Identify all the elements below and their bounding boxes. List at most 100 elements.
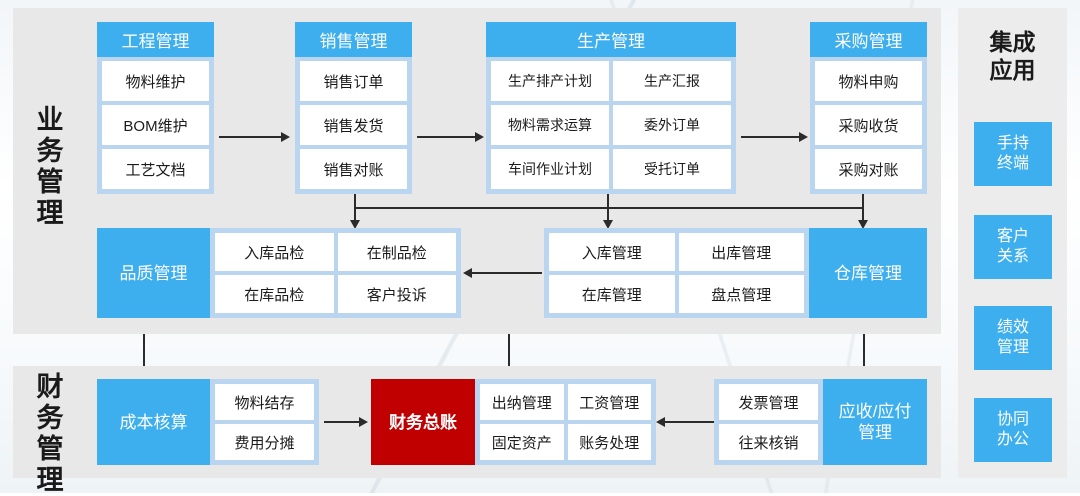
app-button-collaborative-office-line1: 协同 — [996, 411, 1029, 428]
list-item[interactable]: 销售对账 — [300, 149, 407, 189]
module-engineering-title: 工程管理 — [97, 22, 214, 57]
app-button-handheld-terminal-line1: 手持 — [996, 135, 1029, 152]
list-item[interactable]: 物料申购 — [815, 61, 922, 101]
list-item[interactable]: 费用分摊 — [215, 424, 314, 460]
arrow-bus-down-production-head — [603, 220, 613, 229]
module-receivable-payable-title-line1: 应收/应付 — [838, 402, 912, 421]
arrow-production-to-purchasing-head — [799, 132, 808, 142]
app-button-customer-relations[interactable]: 客户 关系 — [974, 215, 1052, 279]
list-item[interactable]: 在库管理 — [549, 275, 675, 313]
connector-production-to-purchasing — [741, 136, 799, 138]
list-item[interactable]: 在库品检 — [215, 275, 334, 313]
row-label-char: 理 — [36, 198, 64, 228]
row-label-char: 财 — [36, 372, 64, 402]
finance-management-row-label: 财务管理 — [28, 372, 72, 496]
module-receivable-payable[interactable]: 发票管理 往来核销 应收/应付 管理 — [714, 379, 927, 465]
app-button-customer-relations-line1: 客户 — [996, 228, 1029, 245]
list-item[interactable]: 生产排产计划 — [491, 61, 609, 101]
integrated-apps-title: 集成 应用 — [958, 28, 1067, 84]
module-warehouse-items: 入库管理 出库管理 在库管理 盘点管理 — [544, 228, 809, 318]
module-cost-accounting-items: 物料结存 费用分摊 — [210, 379, 319, 465]
module-engineering[interactable]: 工程管理 物料维护 BOM维护 工艺文档 — [97, 22, 214, 194]
module-sales-items: 销售订单 销售发货 销售对账 — [295, 57, 412, 194]
connector-bus-stub-sales — [354, 194, 356, 208]
module-sales[interactable]: 销售管理 销售订单 销售发货 销售对账 — [295, 22, 412, 194]
module-warehouse-title: 仓库管理 — [809, 228, 927, 318]
list-item[interactable]: 采购收货 — [815, 105, 922, 145]
row-label-char: 务 — [36, 403, 64, 433]
list-item[interactable]: 入库品检 — [215, 233, 334, 271]
app-button-customer-relations-line2: 关系 — [996, 248, 1029, 265]
list-item[interactable]: 销售发货 — [300, 105, 407, 145]
connector-warehouse-to-receivable — [863, 334, 865, 370]
module-engineering-items: 物料维护 BOM维护 工艺文档 — [97, 57, 214, 194]
list-item[interactable]: 采购对账 — [815, 149, 922, 189]
app-button-collaborative-office[interactable]: 协同 办公 — [974, 398, 1052, 462]
module-cost-accounting[interactable]: 成本核算 物料结存 费用分摊 — [97, 379, 319, 465]
list-item[interactable]: 出库管理 — [678, 233, 804, 271]
connector-warehouse-to-quality — [472, 272, 542, 274]
connector-bus-stub-purchasing — [862, 194, 864, 208]
list-item[interactable]: 入库管理 — [549, 233, 675, 271]
list-item[interactable]: BOM维护 — [102, 105, 209, 145]
integrated-apps-title-line1: 集成 — [989, 29, 1036, 55]
list-item[interactable]: 生产汇报 — [613, 61, 731, 101]
list-item[interactable]: 账务处理 — [567, 424, 651, 460]
module-production-title: 生产管理 — [486, 22, 736, 57]
list-item[interactable]: 工艺文档 — [102, 149, 209, 189]
connector-bus-stub-production — [607, 194, 609, 208]
list-item[interactable]: 物料需求运算 — [491, 105, 609, 145]
row-label-char: 管 — [36, 434, 64, 464]
module-receivable-payable-items: 发票管理 往来核销 — [714, 379, 823, 465]
module-quality-title: 品质管理 — [97, 228, 210, 318]
list-item[interactable]: 受托订单 — [613, 149, 731, 189]
connector-bus-horizontal — [354, 207, 864, 209]
list-item[interactable]: 固定资产 — [480, 424, 564, 460]
row-label-char: 管 — [36, 167, 64, 197]
module-general-ledger-items: 出纳管理 工资管理 固定资产 账务处理 — [475, 379, 656, 465]
app-button-performance-management[interactable]: 绩效 管理 — [974, 306, 1052, 370]
module-quality-items: 入库品检 在制品检 在库品检 客户投诉 — [210, 228, 461, 318]
module-warehouse[interactable]: 入库管理 出库管理 在库管理 盘点管理 仓库管理 — [544, 228, 927, 318]
connector-sales-to-production — [417, 136, 475, 138]
list-item[interactable]: 物料结存 — [215, 384, 314, 420]
app-button-collaborative-office-line2: 办公 — [996, 431, 1029, 448]
connector-bus-down-purchasing — [862, 207, 864, 221]
row-label-char: 业 — [36, 105, 64, 135]
connector-engineering-to-sales — [219, 136, 281, 138]
module-cost-accounting-title: 成本核算 — [97, 379, 210, 465]
arrow-cost-to-ledger-head — [359, 417, 368, 427]
list-item[interactable]: 委外订单 — [613, 105, 731, 145]
list-item[interactable]: 物料维护 — [102, 61, 209, 101]
list-item[interactable]: 发票管理 — [719, 384, 818, 420]
arrow-bus-down-sales-head — [350, 220, 360, 229]
module-production[interactable]: 生产管理 生产排产计划 生产汇报 物料需求运算 委外订单 车间作业计划 受托订单 — [486, 22, 736, 194]
app-button-handheld-terminal-line2: 终端 — [996, 155, 1029, 172]
list-item[interactable]: 工资管理 — [567, 384, 651, 420]
app-button-performance-management-line2: 管理 — [996, 339, 1029, 356]
module-general-ledger-title: 财务总账 — [371, 379, 475, 465]
row-label-char: 务 — [36, 136, 64, 166]
connector-cost-to-ledger — [324, 421, 360, 423]
list-item[interactable]: 车间作业计划 — [491, 149, 609, 189]
business-management-row-label: 业务管理 — [28, 105, 72, 229]
list-item[interactable]: 出纳管理 — [480, 384, 564, 420]
integrated-apps-title-line2: 应用 — [989, 57, 1036, 83]
module-production-items: 生产排产计划 生产汇报 物料需求运算 委外订单 车间作业计划 受托订单 — [486, 57, 736, 194]
module-purchasing[interactable]: 采购管理 物料申购 采购收货 采购对账 — [810, 22, 927, 194]
connector-business-to-ledger — [508, 334, 510, 370]
module-quality[interactable]: 品质管理 入库品检 在制品检 在库品检 客户投诉 — [97, 228, 461, 318]
module-receivable-payable-title: 应收/应付 管理 — [823, 379, 927, 465]
list-item[interactable]: 往来核销 — [719, 424, 818, 460]
module-sales-title: 销售管理 — [295, 22, 412, 57]
list-item[interactable]: 盘点管理 — [678, 275, 804, 313]
app-button-handheld-terminal[interactable]: 手持 终端 — [974, 122, 1052, 186]
list-item[interactable]: 在制品检 — [337, 233, 456, 271]
list-item[interactable]: 客户投诉 — [337, 275, 456, 313]
connector-quality-to-cost — [143, 334, 145, 370]
module-general-ledger[interactable]: 财务总账 出纳管理 工资管理 固定资产 账务处理 — [371, 379, 656, 465]
list-item[interactable]: 销售订单 — [300, 61, 407, 101]
arrow-sales-to-production-head — [475, 132, 484, 142]
row-label-char: 理 — [36, 465, 64, 495]
